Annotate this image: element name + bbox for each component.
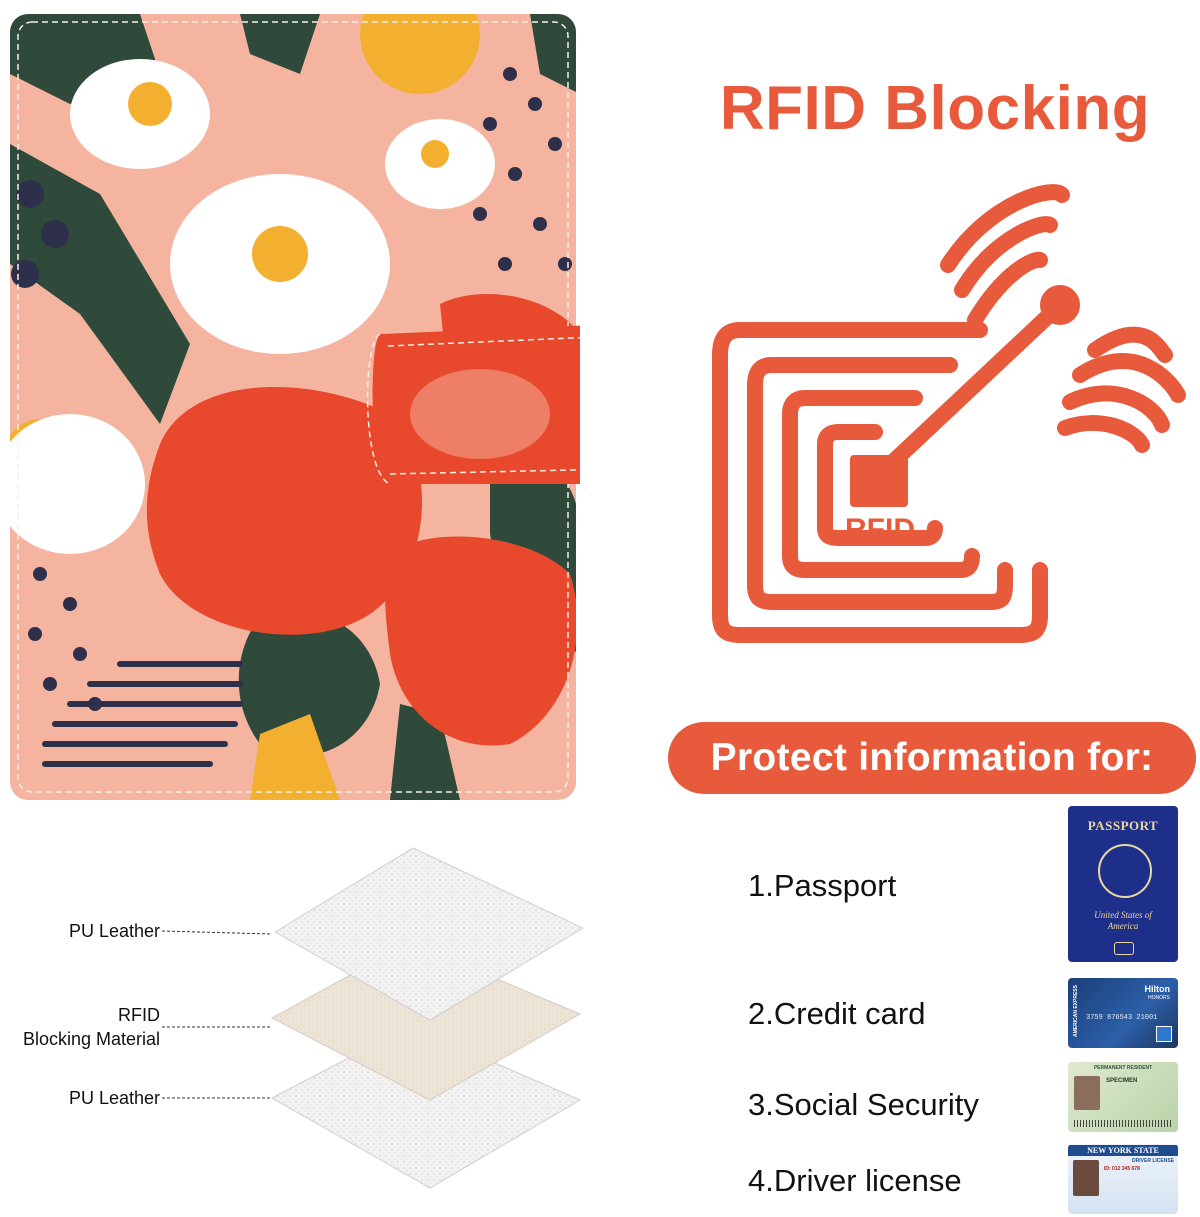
- item-passport-label: 1.Passport: [748, 868, 897, 903]
- item-credit-card-label: 2.Credit card: [748, 996, 926, 1031]
- green-card-photo: [1074, 1076, 1100, 1110]
- top-pu-leather-layer: [274, 847, 585, 1021]
- license-photo: [1073, 1160, 1099, 1196]
- item-driver-license-label: 4.Driver license: [748, 1163, 962, 1198]
- credit-card-icon: AMERICAN EXPRESS Hilton HONORS 3759 8765…: [1068, 978, 1178, 1048]
- license-title: DRIVER LICENSE: [1132, 1158, 1174, 1164]
- driver-license-icon: NEW YORK STATE DRIVER LICENSE ID: 012 34…: [1068, 1144, 1178, 1214]
- license-state: NEW YORK STATE: [1068, 1145, 1178, 1156]
- rfid-chip: [850, 455, 908, 507]
- rfid-chip-label: RFID: [845, 513, 915, 546]
- layer-label-top-pu-leather: PU Leather: [68, 921, 160, 941]
- passport-country: United States of America: [1094, 910, 1152, 931]
- card-logo: [1156, 1026, 1172, 1042]
- floral-passport-wallet-image: [10, 14, 580, 800]
- green-card-barcode: [1074, 1120, 1172, 1127]
- layer-label-bottom-pu-leather: PU Leather: [68, 1088, 160, 1108]
- protect-information-banner: Protect information for:: [668, 722, 1196, 794]
- passport-chip-symbol: [1114, 942, 1134, 955]
- card-number: 3759 876543 21001: [1086, 1014, 1158, 1022]
- card-tier: HONORS: [1148, 995, 1170, 1001]
- layer-label-blocking-material: Blocking Material: [22, 1029, 160, 1049]
- passport-title: PASSPORT: [1087, 818, 1159, 833]
- layer-label-rfid: RFID: [118, 1005, 160, 1025]
- item-social-security-label: 3.Social Security: [748, 1087, 979, 1122]
- license-id: ID: 012 345 678: [1104, 1166, 1140, 1172]
- passport-eagle-seal: [1098, 844, 1152, 898]
- rfid-blocking-headline: RFID Blocking: [719, 74, 1151, 143]
- green-card-header: PERMANENT RESIDENT: [1093, 1065, 1153, 1071]
- green-card-name: SPECIMEN: [1106, 1078, 1138, 1084]
- layer-diagram: PU Leather RFID Blocking Material PU Lea…: [0, 830, 600, 1210]
- card-brand: Hilton: [1144, 984, 1171, 994]
- card-issuer: AMERICAN EXPRESS: [1073, 985, 1079, 1037]
- rfid-tag-icon: RFID: [700, 180, 1190, 660]
- passport-icon: PASSPORT United States of America: [1068, 806, 1178, 962]
- social-security-card-icon: PERMANENT RESIDENT SPECIMEN: [1068, 1062, 1178, 1132]
